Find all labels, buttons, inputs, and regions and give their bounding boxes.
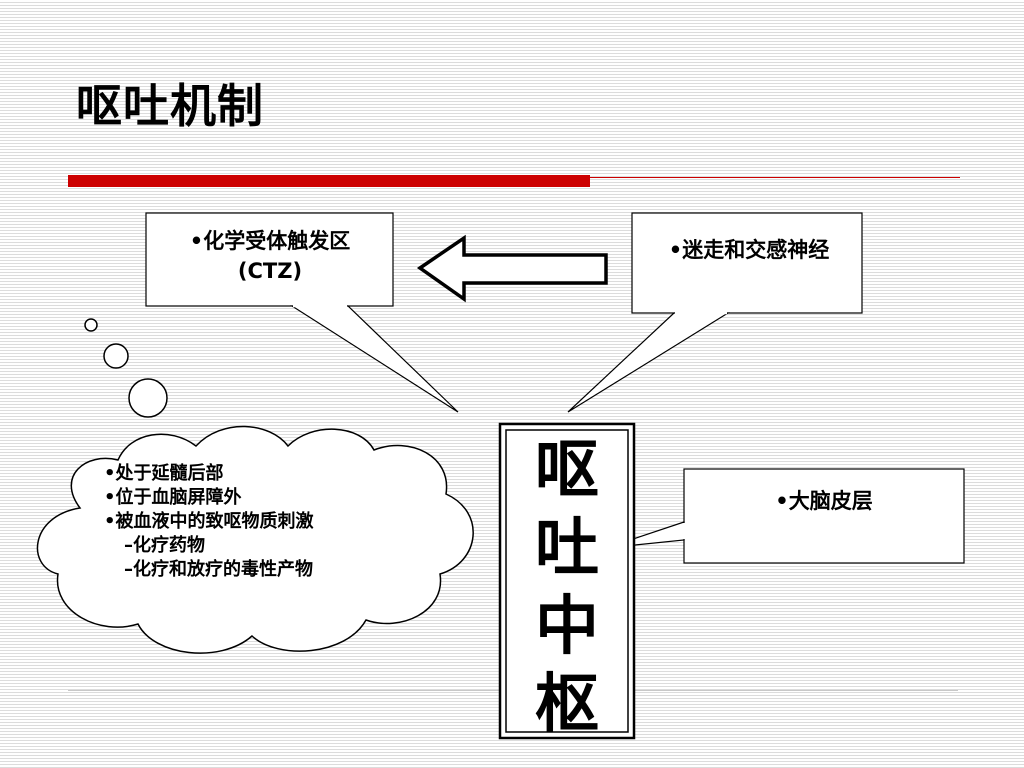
vagus-pointer	[567, 312, 731, 413]
vagus-box	[631, 212, 863, 314]
center-char: 枢	[535, 668, 599, 742]
cloud-text: •处于延髓后部 •位于血脑屏障外 •被血液中的致呕物质刺激 –化疗药物 –化疗和…	[104, 462, 364, 582]
thought-bubble-small	[84, 318, 98, 332]
ctz-label: •化学受体触发区 (CTZ)	[148, 226, 392, 286]
cloud-sub-bullet: –化疗药物	[124, 535, 205, 556]
cloud-bullet: •处于延髓后部	[104, 463, 224, 484]
vomiting-center-label: 呕 吐 中 枢	[503, 432, 631, 744]
cloud-bullet: •位于血脑屏障外	[104, 487, 242, 508]
center-box-outer	[498, 422, 636, 740]
left-arrow-icon	[416, 234, 608, 303]
vagus-label: •迷走和交感神经	[668, 238, 830, 262]
ctz-box	[145, 212, 394, 307]
page-title: 呕吐机制	[76, 79, 264, 133]
cloud-shape	[36, 425, 474, 654]
center-char: 吐	[535, 512, 599, 586]
center-box-inner	[505, 429, 629, 733]
ctz-label-line1: •化学受体触发区	[189, 229, 351, 253]
cloud-bullet: •被血液中的致呕物质刺激	[104, 511, 314, 532]
center-char: 呕	[535, 434, 599, 508]
thought-bubble-large	[128, 378, 168, 418]
title-underline-accent	[68, 175, 590, 187]
cortex-box	[683, 468, 965, 564]
title-underline-thin	[590, 177, 960, 178]
cortex-label: •大脑皮层	[775, 489, 873, 513]
ctz-pointer	[289, 305, 459, 413]
cloud-sub-bullet: –化疗和放疗的毒性产物	[124, 559, 313, 580]
ctz-label-line2: (CTZ)	[237, 259, 303, 283]
center-char: 中	[535, 590, 599, 664]
thought-bubble-medium	[103, 343, 129, 369]
